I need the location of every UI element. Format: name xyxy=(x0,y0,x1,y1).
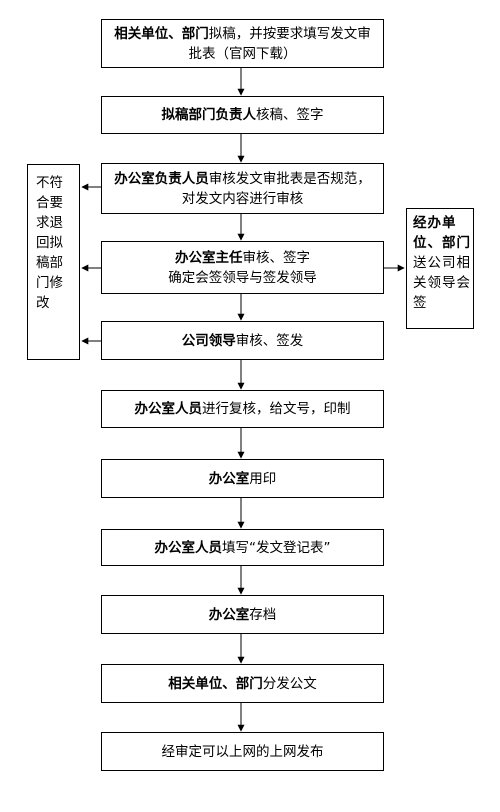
step-leader-action: 审核、签发 xyxy=(235,332,304,349)
reject-return-box: 不符合要求退回拟稿部门修改 xyxy=(27,164,80,360)
step-seal-actor: 办公室 xyxy=(208,470,250,487)
step-archive-text: 办公室存档 xyxy=(203,605,283,625)
step-director-text: 办公室主任审核、签字确定会签领导与签发领导 xyxy=(162,248,323,288)
step-distribute-box: 相关单位、部门分发公文 xyxy=(101,664,384,703)
step-distribute-text: 相关单位、部门分发公文 xyxy=(162,674,323,694)
step-distribute-action: 分发公文 xyxy=(262,675,317,692)
step-director-action-line2: 确定会签领导与签发领导 xyxy=(168,269,317,286)
step-register-text: 办公室人员填写“发文登记表” xyxy=(149,538,337,558)
step-archive-action: 存档 xyxy=(249,606,277,623)
step-seal-box: 办公室用印 xyxy=(101,459,384,498)
step-leader-text: 公司领导审核、签发 xyxy=(176,331,310,351)
step-draft-actor: 相关单位、部门 xyxy=(114,25,209,42)
step-seal-action: 用印 xyxy=(249,470,277,487)
step-register-action: 填写“发文登记表” xyxy=(222,539,331,556)
step-archive-actor: 办公室 xyxy=(208,606,250,623)
step-review-draft-action: 核稿、签字 xyxy=(256,107,324,123)
countersign-box: 经办单位、部门送公司相关领导会签 xyxy=(406,208,474,329)
step-draft-action: 拟稿，并按要求填写发文审批表（官网下载） xyxy=(188,25,371,62)
step-recheck-actor: 办公室人员 xyxy=(134,401,203,417)
step-draft-box: 相关单位、部门拟稿，并按要求填写发文审批表（官网下载） xyxy=(101,19,384,68)
step-publish-text: 经审定可以上网的上网发布 xyxy=(156,742,330,762)
step-review-draft-box: 拟稿部门负责人核稿、签字 xyxy=(101,96,384,134)
step-office-review-actor: 办公室负责人员 xyxy=(114,170,209,187)
step-recheck-box: 办公室人员进行复核，给文号，印制 xyxy=(101,390,384,428)
step-director-box: 办公室主任审核、签字确定会签领导与签发领导 xyxy=(101,241,384,294)
step-review-draft-actor: 拟稿部门负责人 xyxy=(161,107,257,123)
step-director-action: 审核、签字 xyxy=(242,249,311,266)
step-office-review-text: 办公室负责人员审核发文审批表是否规范，对发文内容进行审核 xyxy=(102,169,383,209)
step-archive-box: 办公室存档 xyxy=(101,595,384,634)
step-seal-text: 办公室用印 xyxy=(203,469,283,489)
step-recheck-text: 办公室人员进行复核，给文号，印制 xyxy=(129,399,357,419)
step-register-box: 办公室人员填写“发文登记表” xyxy=(101,529,384,566)
step-leader-actor: 公司领导 xyxy=(181,332,236,349)
step-draft-text: 相关单位、部门拟稿，并按要求填写发文审批表（官网下载） xyxy=(102,24,383,64)
step-office-review-action: 审核发文审批表是否规范，对发文内容进行审核 xyxy=(181,170,371,207)
reject-return-text: 不符合要求退回拟稿部门修改 xyxy=(36,175,63,311)
step-review-draft-text: 拟稿部门负责人核稿、签字 xyxy=(156,105,330,125)
step-publish-action: 经审定可以上网的上网发布 xyxy=(161,743,324,760)
countersign-actor: 经办单位、部门 xyxy=(413,215,471,251)
step-director-actor: 办公室主任 xyxy=(175,249,243,266)
step-distribute-actor: 相关单位、部门 xyxy=(168,675,263,692)
step-recheck-action: 进行复核，给文号，印制 xyxy=(202,401,351,417)
countersign-text: 经办单位、部门送公司相关领导会签 xyxy=(413,213,471,313)
countersign-action: 送公司相关领导会签 xyxy=(413,255,471,311)
step-publish-box: 经审定可以上网的上网发布 xyxy=(101,732,384,771)
step-register-actor: 办公室人员 xyxy=(154,539,223,556)
step-leader-box: 公司领导审核、签发 xyxy=(101,321,384,360)
step-office-review-box: 办公室负责人员审核发文审批表是否规范，对发文内容进行审核 xyxy=(101,163,384,214)
